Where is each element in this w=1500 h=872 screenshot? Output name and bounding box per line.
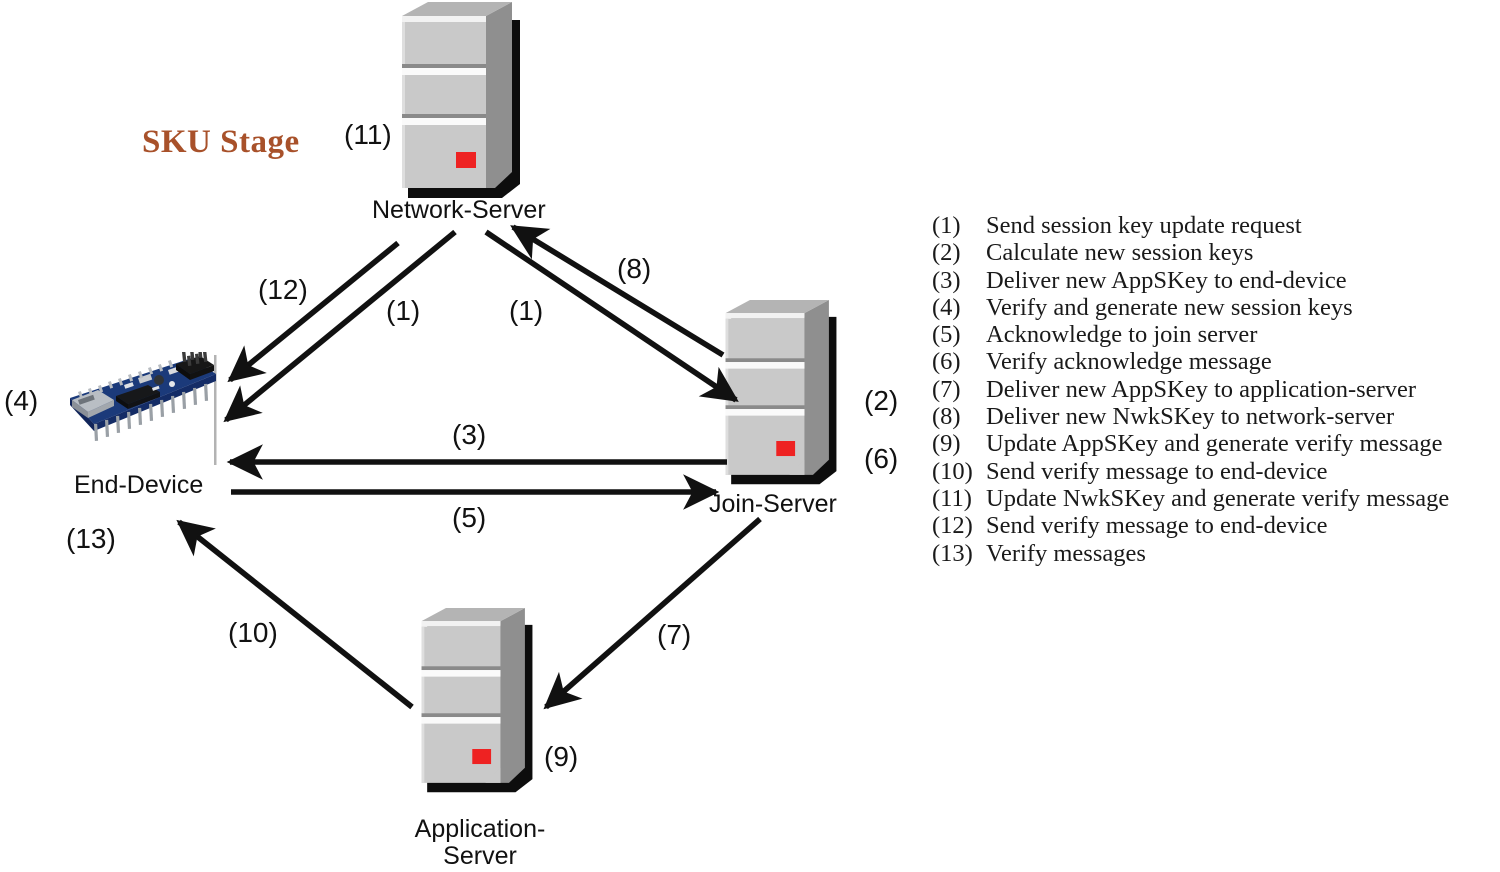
legend-item: (11) Update NwkSKey and generate verify … [932, 485, 1449, 512]
legend-item-text: Deliver new AppSKey to end-device [986, 266, 1347, 294]
legend-item: (12) Send verify message to end-device [932, 512, 1449, 539]
application-server-label-line1: Application- [414, 815, 546, 843]
step-marker-7: (7) [657, 619, 692, 650]
arrow-12-network-server-to-end-device [227, 240, 400, 383]
legend-item-number: (7) [932, 375, 961, 403]
legend-item: (8) Deliver new NwkSKey to network-serve… [932, 403, 1449, 430]
legend-item-number: (8) [932, 403, 961, 431]
step-marker-13: (13) [66, 523, 116, 554]
legend-item-text: Verify acknowledge message [986, 348, 1272, 376]
legend-item-number: (11) [932, 484, 972, 512]
legend-item: (1) Send session key update request [932, 212, 1449, 239]
legend-item-number: (5) [932, 321, 961, 349]
legend-item-number: (9) [932, 430, 961, 458]
legend-item: (7) Deliver new AppSKey to application-s… [932, 376, 1449, 403]
join-server-tower-graphic [725, 300, 837, 485]
step-marker-4: (4) [4, 385, 39, 416]
node-label-application-server: Application- Server [400, 816, 560, 870]
step-marker-2: (2) [864, 385, 899, 416]
legend-item-text: Send verify message to end-device [986, 512, 1328, 540]
legend-item-text: Update NwkSKey and generate verify messa… [986, 484, 1450, 512]
arrow-7-join-server-to-application-server [543, 516, 762, 710]
arrow-1-network-server-to-end-device [223, 229, 457, 423]
node-label-network-server: Network-Server [372, 196, 546, 224]
application-server-label-line2: Server [443, 842, 517, 870]
end-device-edge-line [214, 355, 217, 465]
legend-item: (2) Calculate new session keys [932, 239, 1449, 266]
legend-item-text: Calculate new session keys [986, 239, 1254, 267]
step-marker-8: (8) [617, 253, 652, 284]
legend-item-number: (1) [932, 212, 961, 239]
legend-item-number: (12) [932, 512, 973, 540]
step-marker-1-end-device: (1) [386, 295, 421, 326]
legend-item-text: Send session key update request [986, 212, 1302, 239]
legend-item-text: Update AppSKey and generate verify messa… [986, 430, 1443, 458]
step-marker-9: (9) [544, 741, 579, 772]
node-label-end-device: End-Device [74, 471, 204, 499]
step-marker-10: (10) [228, 617, 278, 648]
legend-item-number: (13) [932, 539, 973, 567]
step-marker-3: (3) [452, 419, 487, 450]
network-server-tower-graphic [402, 2, 520, 198]
legend-item-number: (6) [932, 348, 961, 376]
legend-item-text: Send verify message to end-device [986, 457, 1328, 485]
step-marker-5: (5) [452, 502, 487, 533]
legend-item-number: (4) [932, 293, 961, 321]
legend-item-text: Deliver new AppSKey to application-serve… [986, 375, 1416, 403]
legend-item: (3) Deliver new AppSKey to end-device [932, 267, 1449, 294]
legend-item: (4) Verify and generate new session keys [932, 294, 1449, 321]
step-marker-1-join-server: (1) [509, 295, 544, 326]
application-server-tower-graphic [421, 608, 533, 793]
legend-item-text: Verify messages [986, 539, 1146, 567]
legend-item-number: (3) [932, 266, 961, 294]
page-title: SKU Stage [142, 124, 300, 160]
step-marker-6: (6) [864, 443, 899, 474]
end-device-board-graphic [64, 352, 219, 457]
legend-item: (13) Verify messages [932, 540, 1449, 567]
step-marker-12: (12) [258, 274, 308, 305]
legend: (1) Send session key update request (2) … [932, 212, 1449, 567]
legend-item-text: Acknowledge to join server [986, 321, 1258, 349]
legend-item: (5) Acknowledge to join server [932, 321, 1449, 348]
legend-item-number: (2) [932, 239, 961, 267]
arrow-8-join-server-to-network-server [510, 224, 725, 358]
legend-item-text: Deliver new NwkSKey to network-server [986, 403, 1395, 431]
arrow-10-application-server-to-end-device [176, 519, 414, 710]
legend-item: (10) Send verify message to end-device [932, 458, 1449, 485]
legend-item: (9) Update AppSKey and generate verify m… [932, 430, 1449, 457]
legend-item-text: Verify and generate new session keys [986, 293, 1353, 321]
step-marker-11: (11) [344, 119, 392, 150]
legend-item-number: (10) [932, 457, 973, 485]
node-label-join-server: Join-Server [709, 490, 837, 518]
arrow-1-network-server-to-join-server [484, 229, 739, 403]
legend-item: (6) Verify acknowledge message [932, 348, 1449, 375]
